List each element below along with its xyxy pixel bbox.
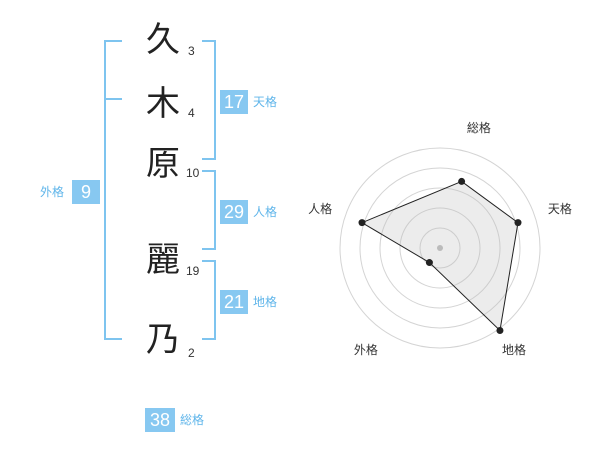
chikaku-value: 21 [220, 290, 248, 314]
stroke-count-1: 3 [188, 44, 195, 58]
radar-point-5 [358, 219, 366, 227]
radar-points [358, 177, 522, 335]
name-char-2: 木 [146, 84, 180, 124]
chikaku-label: 地格 [253, 295, 278, 309]
radar-center [437, 245, 443, 251]
stroke-count-3: 10 [186, 166, 200, 180]
gaikaku-bracket [104, 40, 122, 340]
radar-point-2 [514, 219, 522, 227]
radar-axis-label-3: 地格 [502, 342, 526, 357]
name-char-4: 麗 [146, 240, 180, 280]
radar-axis-label-4: 外格 [354, 342, 378, 357]
name-char-1: 久 [146, 20, 180, 60]
gaikaku-value: 9 [72, 180, 100, 204]
radar-axis-label-5: 人格 [308, 201, 332, 216]
jinkaku-value: 29 [220, 200, 248, 224]
radar-point-3 [496, 327, 504, 335]
radar-axis-label-1: 総格 [467, 120, 491, 135]
stroke-count-4: 19 [186, 264, 200, 278]
radar-ring-5 [339, 147, 541, 349]
soukaku-label: 総格 [180, 413, 205, 427]
gaikaku-bracket-tick [104, 98, 122, 100]
tenkaku-value: 17 [220, 90, 248, 114]
radar-ring-1 [419, 227, 461, 269]
tenkaku-bracket [202, 40, 216, 160]
radar-point-4 [425, 259, 433, 267]
jinkaku-bracket [202, 170, 216, 250]
radar-rings [339, 147, 541, 349]
radar-ring-2 [399, 207, 481, 289]
stroke-count-5: 2 [188, 346, 195, 360]
chikaku-bracket [202, 260, 216, 340]
soukaku-value: 38 [145, 408, 175, 432]
radar-ring-3 [379, 187, 501, 309]
name-char-5: 乃 [146, 320, 180, 360]
gaikaku-label: 外格 [40, 185, 65, 199]
radar-axis-label-2: 天格 [548, 201, 572, 216]
radar-ring-4 [359, 167, 521, 329]
name-char-3: 原 [146, 144, 180, 184]
tenkaku-label: 天格 [253, 95, 278, 109]
stroke-count-2: 4 [188, 106, 195, 120]
radar-area [360, 180, 519, 332]
radar-point-1 [458, 177, 466, 185]
jinkaku-label: 人格 [253, 205, 278, 219]
